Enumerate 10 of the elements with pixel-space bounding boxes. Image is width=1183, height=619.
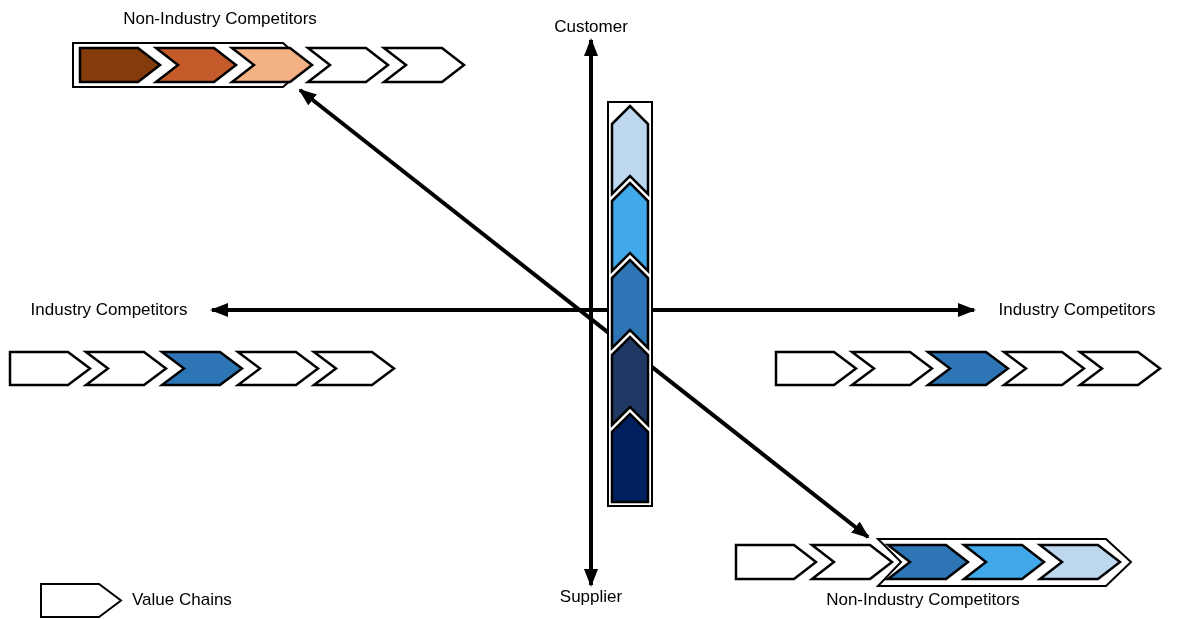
double-headed-arrow (210, 303, 976, 317)
double-headed-arrow (584, 38, 598, 587)
legend-label: Value Chains (132, 589, 232, 611)
axis-label: Customer (541, 14, 641, 40)
axis-label: Industry Competitors (974, 297, 1180, 323)
axis-label: Supplier (546, 585, 636, 609)
group-heading: Non-Industry Competitors (825, 589, 1021, 611)
double-headed-arrow (298, 88, 870, 539)
group-heading: Non-Industry Competitors (122, 8, 318, 30)
axis-label: Industry Competitors (6, 297, 212, 323)
